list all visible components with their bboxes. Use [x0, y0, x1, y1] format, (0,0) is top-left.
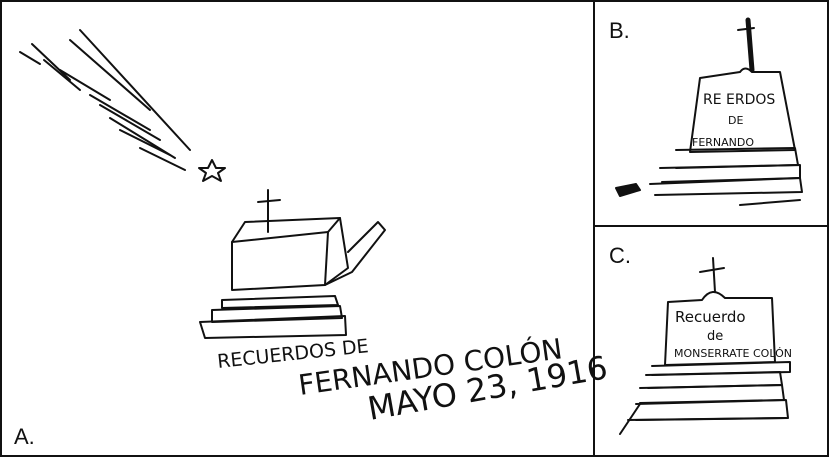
inscription-b: RE ERDOS DE FERNANDO: [692, 92, 775, 149]
shooting-star-trails: [19, 29, 191, 171]
inscription-b-line-3: FERNANDO: [692, 136, 754, 149]
panel-c-drawing: [619, 257, 791, 435]
inscription-c: Recuerdo de MONSERRATE COLÓN: [674, 308, 792, 360]
panel-b-label: B.: [609, 18, 630, 43]
tomb-a: [199, 189, 386, 339]
tomb-c: [619, 257, 791, 435]
inscription-c-line-1: Recuerdo: [675, 308, 746, 326]
inscription-b-line-2: DE: [728, 114, 743, 127]
tomb-b: [615, 17, 803, 206]
panel-c-label: C.: [609, 243, 631, 268]
inscription-c-line-3: MONSERRATE COLÓN: [674, 347, 792, 360]
inscription-c-line-2: de: [707, 329, 723, 344]
panel-a-label: A.: [14, 424, 35, 449]
inscription-a: RECUERDOS DE FERNANDO COLÓN MAYO 23, 191…: [216, 331, 610, 428]
star-icon: [198, 159, 226, 182]
panel-b-drawing: [615, 17, 803, 206]
panel-a-drawing: [19, 29, 386, 339]
inscription-b-line-1: RE ERDOS: [703, 92, 775, 108]
